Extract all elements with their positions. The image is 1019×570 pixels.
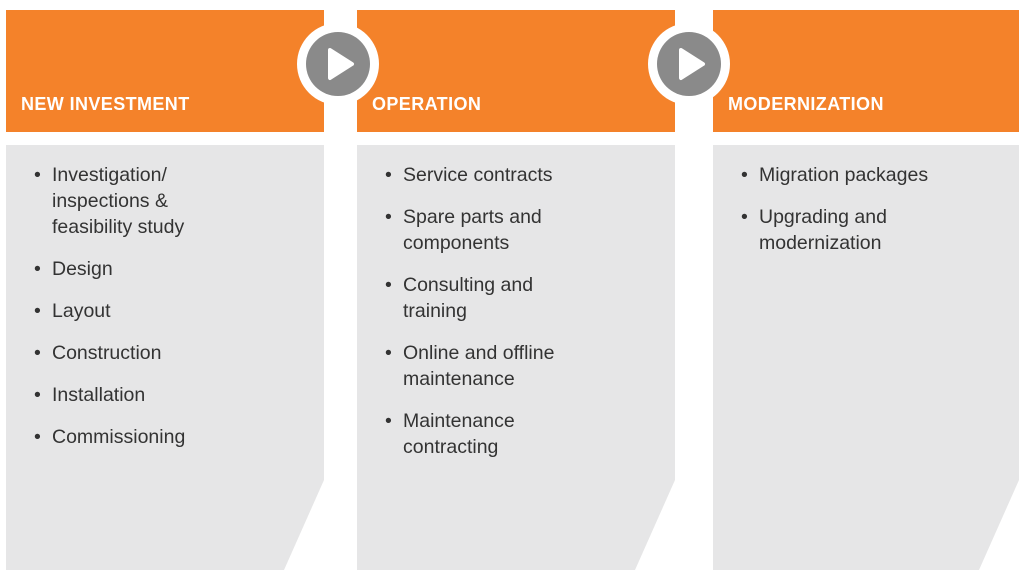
list-item: •Upgrading and modernization <box>741 206 887 254</box>
phase-items: •Investigation/ inspections & feasibilit… <box>34 162 304 466</box>
corner-cut <box>635 480 675 570</box>
play-arrow-icon <box>657 32 721 96</box>
list-item: •Layout <box>34 300 111 322</box>
list-item: •Maintenance contracting <box>385 410 515 458</box>
next-phase-connector <box>648 23 730 105</box>
list-item: •Commissioning <box>34 426 186 448</box>
play-arrow-icon <box>306 32 370 96</box>
list-item: •Investigation/ inspections & feasibilit… <box>34 164 185 238</box>
phase-header: NEW INVESTMENT <box>6 10 324 132</box>
phase-body <box>357 145 675 570</box>
phase-body <box>6 145 324 570</box>
list-item: •Installation <box>34 384 146 406</box>
phase-title: NEW INVESTMENT <box>21 94 190 114</box>
phase-items: •Migration packages •Upgrading and moder… <box>741 162 999 272</box>
phase-header: OPERATION <box>357 10 675 132</box>
next-phase-connector <box>297 23 379 105</box>
phase-items: •Service contracts •Spare parts and comp… <box>385 162 655 476</box>
list-item: •Consulting and training <box>385 274 534 322</box>
phase-title: MODERNIZATION <box>728 94 884 114</box>
phase-operation: OPERATION •Service contracts •Spare part… <box>357 10 675 570</box>
phase-header: MODERNIZATION <box>713 10 1019 132</box>
list-item: •Online and offline maintenance <box>385 342 555 390</box>
list-item: •Design <box>34 258 113 280</box>
phase-modernization: MODERNIZATION •Migration packages •Upgra… <box>713 10 1019 570</box>
list-item: •Spare parts and components <box>385 206 542 254</box>
list-item: •Construction <box>34 342 162 364</box>
phase-body <box>713 145 1019 570</box>
phase-new-investment: NEW INVESTMENT •Investigation/ inspectio… <box>6 10 324 570</box>
phase-title: OPERATION <box>372 94 482 114</box>
list-item: •Migration packages <box>741 164 929 186</box>
list-item: •Service contracts <box>385 164 553 186</box>
corner-cut <box>284 480 324 570</box>
corner-cut <box>979 480 1019 570</box>
